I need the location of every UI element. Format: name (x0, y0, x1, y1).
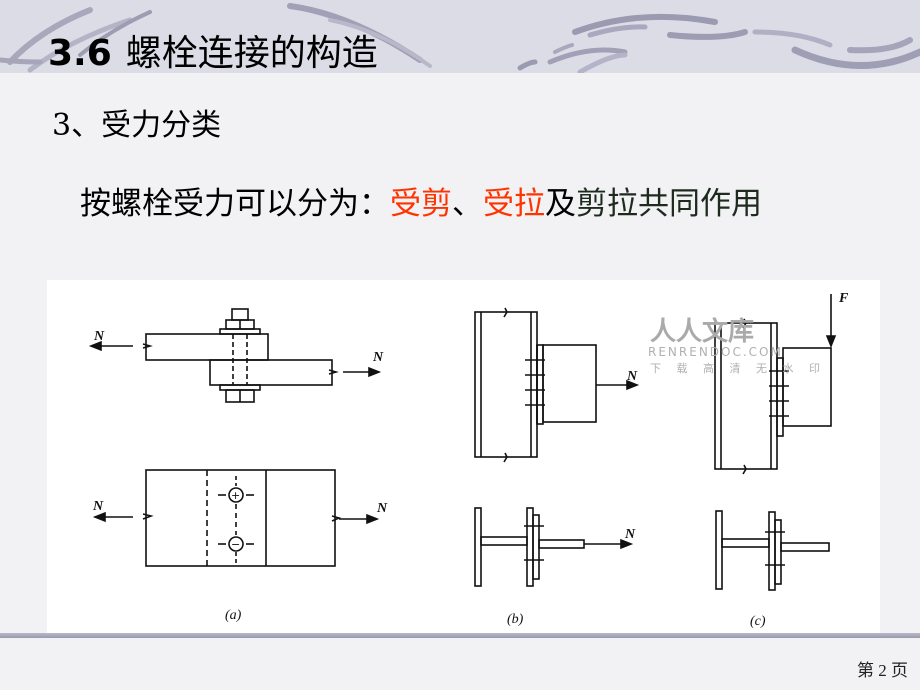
header-band: 3.6 螺栓连接的构造 (0, 0, 920, 73)
term-combined: 剪拉共同作用 (576, 186, 762, 222)
subfigure-c-plan (715, 510, 830, 591)
bottom-divider (0, 633, 920, 638)
watermark-main: 人人文库 (650, 316, 754, 347)
plus-symbol: + (231, 489, 240, 502)
subfigure-c-elevation (714, 294, 837, 475)
term-tension: 受拉 (483, 186, 545, 222)
body-text: 按螺栓受力可以分为：受剪、受拉及剪拉共同作用 (80, 178, 762, 223)
force-label-n: N (372, 350, 384, 365)
force-label-n: N (376, 501, 388, 516)
caption-a: (a) (225, 608, 242, 623)
minus-symbol: − (231, 538, 240, 551)
force-label-f: F (838, 291, 849, 306)
subfigure-a-elevation (88, 308, 382, 403)
subfigure-b-plan (474, 507, 634, 587)
subfigure-a-plan (92, 469, 380, 567)
watermark-tagline: 下 载 高 清 无 水 印 (650, 361, 826, 375)
subfigure-b-elevation (474, 307, 640, 463)
watermark: 人人文库 RENRENDOC.COM 下 载 高 清 无 水 印 (648, 316, 826, 375)
page-title: 3.6 螺栓连接的构造 (48, 24, 378, 73)
page-number: 第 2 页 (857, 661, 908, 680)
bolt-connection-diagram: N N N N N N F + − (a) (b) (c) 人人文库 RENRE… (88, 291, 849, 629)
force-label-n: N (624, 527, 636, 542)
section-title-text: 螺栓连接的构造 (125, 33, 378, 73)
section-number: 3.6 (48, 33, 112, 73)
body-prefix: 按螺栓受力可以分为： (80, 186, 390, 222)
caption-c: (c) (750, 614, 766, 629)
term-separator: 、 (452, 186, 483, 222)
force-label-n: N (93, 329, 105, 344)
force-label-n: N (92, 499, 104, 514)
subtitle: 3、受力分类 (52, 108, 222, 143)
figure-panel: N N N N N N F + − (a) (b) (c) 人人文库 RENRE… (47, 280, 880, 636)
watermark-domain: RENRENDOC.COM (648, 345, 783, 359)
force-label-n: N (626, 369, 638, 384)
caption-b: (b) (507, 612, 524, 627)
decorative-swoosh-pattern (0, 3, 920, 73)
term-connector: 及 (545, 186, 576, 222)
term-shear: 受剪 (390, 186, 452, 222)
